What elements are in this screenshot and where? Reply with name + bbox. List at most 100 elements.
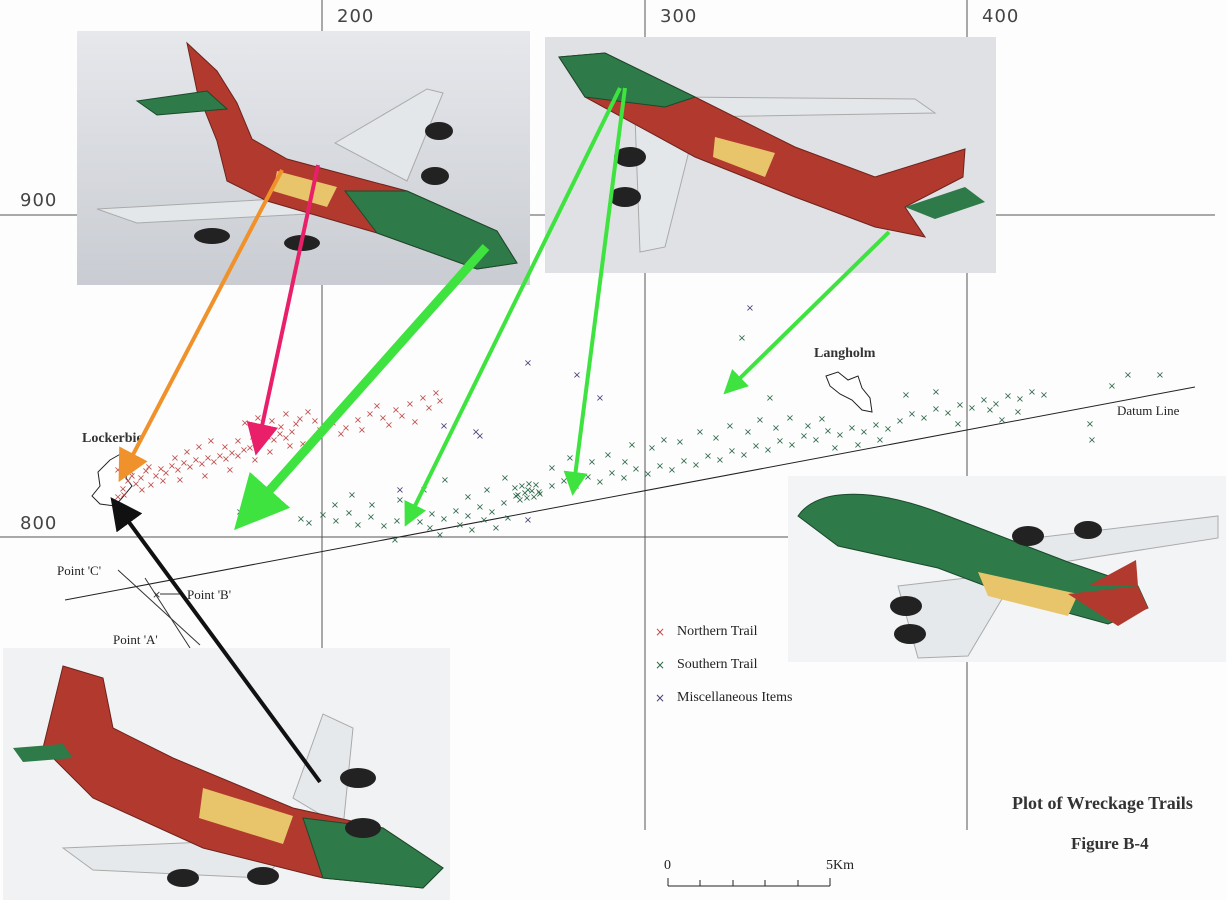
southern-trail-mark: × [608, 468, 616, 479]
southern-trail-mark: × [831, 443, 839, 454]
southern-trail-mark: × [726, 421, 734, 432]
southern-trail-mark: × [776, 436, 784, 447]
northern-trail-mark: × [210, 457, 218, 468]
southern-trail-mark: × [836, 430, 844, 441]
southern-trail-mark: × [440, 514, 448, 525]
southern-trail-mark: × [756, 415, 764, 426]
southern-trail-mark: × [932, 387, 940, 398]
northern-trail-mark: × [342, 423, 350, 434]
southern-trail-mark: × [1016, 394, 1024, 405]
southern-trail-mark: × [521, 488, 529, 499]
southern-trail-mark: × [744, 427, 752, 438]
aircraft-photo-top-right [545, 37, 996, 273]
northern-trail-mark: × [198, 459, 206, 470]
southern-trail-mark: × [345, 508, 353, 519]
northern-trail-mark: × [174, 465, 182, 476]
southern-trail-mark: × [872, 420, 880, 431]
arrow-black [110, 497, 322, 784]
northern-trail-mark: × [234, 451, 242, 462]
northern-trail-mark: × [207, 436, 215, 447]
southern-trail-marker-icon: × [655, 658, 666, 672]
misc-item-mark: × [396, 485, 404, 496]
southern-trail-mark: × [516, 495, 524, 506]
northern-trail-mark: × [358, 425, 366, 436]
northern-trail-mark: × [114, 465, 122, 476]
southern-trail-mark: × [986, 405, 994, 416]
southern-trail-mark: × [456, 520, 464, 531]
point-a-label: Point 'A' [113, 632, 158, 647]
northern-trail-mark: × [234, 436, 242, 447]
misc-item-mark: × [472, 427, 480, 438]
southern-trail-mark: × [604, 450, 612, 461]
southern-trail-mark: × [680, 456, 688, 467]
northern-trail-mark: × [132, 479, 140, 490]
southern-trail-mark: × [932, 404, 940, 415]
southern-trail-mark: × [532, 480, 540, 491]
southern-trail-mark: × [524, 485, 532, 496]
southern-trail-mark: × [740, 450, 748, 461]
misc-items-marker-icon: × [655, 691, 666, 705]
southern-trail-mark: × [920, 413, 928, 424]
southern-trail-mark: × [548, 463, 556, 474]
northern-trail-mark: × [337, 429, 345, 440]
southern-trail-mark: × [391, 535, 399, 546]
southern-trail-mark: × [380, 521, 388, 532]
northern-trail-mark: × [157, 464, 165, 475]
northern-trail-mark: × [385, 420, 393, 431]
misc-item-mark: × [746, 303, 754, 314]
southern-trail-mark: × [902, 390, 910, 401]
northern-trail-mark: × [240, 445, 248, 456]
southern-trail-mark: × [297, 514, 305, 525]
southern-trail-mark: × [668, 465, 676, 476]
southern-trail-mark: × [523, 493, 531, 504]
legend-row-southern: × Southern Trail [655, 657, 792, 690]
northern-trail-mark: × [282, 409, 290, 420]
grid-label-y-800: 800 [20, 513, 58, 534]
northern-trail-mark: × [183, 447, 191, 458]
southern-trail-mark: × [812, 435, 820, 446]
figure-number: Figure B-4 [1071, 834, 1149, 853]
southern-trail-mark: × [896, 416, 904, 427]
southern-trail-mark: × [332, 516, 340, 527]
southern-trail-mark: × [348, 490, 356, 501]
northern-trail-mark: × [201, 471, 209, 482]
southern-trail-mark: × [854, 440, 862, 451]
southern-trail-mark: × [968, 403, 976, 414]
southern-trail-mark: × [535, 487, 543, 498]
southern-trail-mark: × [998, 415, 1006, 426]
southern-trail-mark: × [511, 483, 519, 494]
southern-trail-mark: × [1028, 387, 1036, 398]
southern-trail-mark: × [738, 333, 746, 344]
datum-line [64, 386, 1196, 601]
place-lockerbie: Lockerbie [82, 431, 143, 446]
northern-trail-mark: × [282, 433, 290, 444]
southern-trail-mark: × [468, 525, 476, 536]
southern-trail-mark: × [772, 423, 780, 434]
southern-trail-mark: × [824, 426, 832, 437]
southern-trail-mark: × [660, 435, 668, 446]
southern-trail-mark: × [396, 495, 404, 506]
northern-trail-mark: × [204, 453, 212, 464]
southern-trail-mark: × [512, 491, 520, 502]
misc-item-mark: × [440, 421, 448, 432]
southern-trail-mark: × [1014, 407, 1022, 418]
southern-trail-mark: × [393, 516, 401, 527]
northern-trail-marker-icon: × [655, 625, 666, 639]
southern-trail-mark: × [596, 477, 604, 488]
southern-trail-mark: × [1124, 370, 1132, 381]
southern-trail-mark: × [818, 414, 826, 425]
southern-trail-mark: × [860, 427, 868, 438]
northern-trail-mark: × [216, 451, 224, 462]
northern-trail-mark: × [226, 465, 234, 476]
langholm-outline [825, 371, 873, 413]
grid-label-x-300: 300 [660, 6, 698, 27]
southern-trail-mark: × [992, 399, 1000, 410]
northern-trail-mark: × [254, 413, 262, 424]
arrow-orange [118, 169, 284, 483]
northern-trail-mark: × [392, 405, 400, 416]
northern-trail-mark: × [398, 411, 406, 422]
northern-trail-mark: × [296, 414, 304, 425]
southern-trail-mark: × [1108, 381, 1116, 392]
legend-label-misc: Miscellaneous Items [677, 690, 793, 705]
